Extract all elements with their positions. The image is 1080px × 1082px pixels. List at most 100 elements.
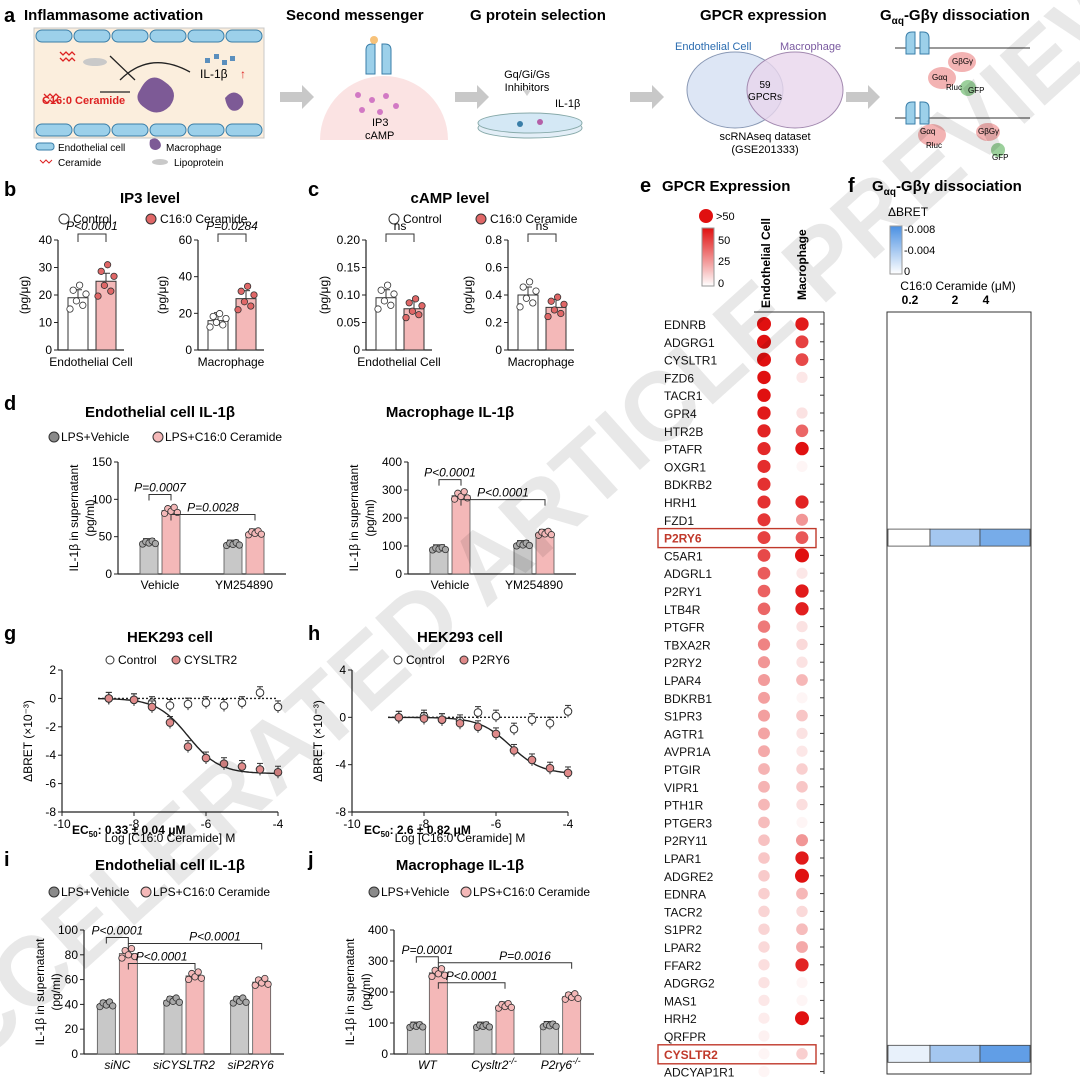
data-point <box>525 541 534 550</box>
panel-a-title-1: Inflammasome activation <box>24 7 203 24</box>
data-point-cysltr2 <box>273 767 283 777</box>
expression-dot <box>795 1011 809 1026</box>
gpcr-label-ednra: EDNRA <box>664 888 706 902</box>
gpcr-label-vipr1: VIPR1 <box>664 781 699 795</box>
data-point-p2ry6 <box>473 722 483 732</box>
y-tick-label: -4 <box>45 748 56 762</box>
data-point <box>124 951 132 959</box>
expression-dot <box>757 566 771 580</box>
gpcr-label-ltb4r: LTB4R <box>664 603 701 617</box>
expression-dot <box>796 887 808 900</box>
expression-dot <box>757 406 771 420</box>
data-point-cysltr2 <box>104 694 114 703</box>
e-legend-25: 25 <box>718 256 730 268</box>
expression-dot <box>757 442 771 456</box>
data-point-control <box>509 724 519 734</box>
gpcr-label-tacr1: TACR1 <box>664 389 703 403</box>
highlight-box <box>657 1044 817 1065</box>
expression-dot <box>758 798 770 811</box>
legend-ceramide: Ceramide <box>58 158 102 169</box>
panel-a-legend: Endothelial cell Macrophage Ceramide Lip… <box>35 138 223 169</box>
bret-cell-p2ry6 <box>929 528 981 547</box>
x-tick-label: -4 <box>563 817 574 831</box>
data-point <box>550 306 559 314</box>
y-tick-label: 4 <box>339 663 346 677</box>
data-point-p2ry6 <box>545 763 555 773</box>
highlight-box <box>657 527 817 549</box>
expression-dot <box>758 1066 770 1078</box>
data-point-control <box>237 698 247 707</box>
x-category-label: Macrophage <box>508 355 575 369</box>
y-tick-label: 0.05 <box>337 316 361 330</box>
ceramide-label: C16:0 Ceramide <box>42 95 125 107</box>
data-point <box>441 971 449 979</box>
x-tick-label: -8 <box>129 817 140 831</box>
y-tick-label: 50 <box>99 530 113 544</box>
data-point <box>544 312 552 321</box>
expression-dot <box>758 709 770 722</box>
p-value: P=0.0007 <box>134 481 187 495</box>
y-axis-label: IL-1β in supernatant <box>343 938 357 1046</box>
gpcr-label-lpar4: LPAR4 <box>664 674 701 688</box>
panel-letter-b: b <box>4 179 16 201</box>
y-axis-label: (pg/μg) <box>155 276 169 314</box>
y-tick-label: 0 <box>71 1047 78 1061</box>
y-tick-label: 0.20 <box>337 233 361 247</box>
data-point-control <box>527 715 537 725</box>
data-point <box>251 981 259 989</box>
expression-dot <box>796 620 808 633</box>
expression-dot <box>757 477 771 491</box>
data-point-p2ry6 <box>563 768 573 778</box>
expression-dot <box>796 478 808 490</box>
data-point <box>257 530 265 538</box>
bret-rluc-1: Rluc <box>946 83 962 92</box>
gpcr-label-ptgir: PTGIR <box>664 763 701 777</box>
x-axis-label: Log [C16:0 Ceramide] M <box>105 831 236 845</box>
expression-dot <box>757 513 771 527</box>
expression-dot <box>757 334 771 349</box>
data-point-p2ry6 <box>437 715 447 725</box>
bret-gbg-2: GβGγ <box>978 127 999 136</box>
p-value: P=0.0028 <box>187 501 239 515</box>
p-value: P<0.0001 <box>446 969 498 983</box>
x-category-label: WT <box>418 1058 438 1072</box>
expression-dot <box>757 495 771 509</box>
data-point <box>415 311 423 319</box>
legend-h-treat: P2RY6 <box>472 653 510 667</box>
gpcr-label-htr2b: HTR2B <box>664 425 703 439</box>
e-col-endothelial: Endothelial Cell <box>759 218 773 308</box>
data-point <box>390 290 398 298</box>
legend-macrophage: Macrophage <box>166 143 222 154</box>
expression-dot <box>757 548 771 562</box>
f-col-0.2: 0.2 <box>902 293 919 307</box>
data-point <box>66 305 74 313</box>
significance-bracket <box>460 499 546 506</box>
x-category-label: Endothelial Cell <box>49 355 132 369</box>
bret-cell-p2ry6 <box>887 528 931 547</box>
data-point <box>216 310 224 318</box>
color-legend-bar <box>701 227 715 287</box>
data-point <box>79 301 87 309</box>
bar-lps-vehicle <box>230 1000 250 1055</box>
y-axis-label: IL-1β in supernatant <box>33 938 47 1046</box>
data-point-control <box>563 707 573 716</box>
panel-h-title: HEK293 cell <box>417 629 503 646</box>
y-tick-label: 60 <box>65 973 79 987</box>
p-value: P<0.0001 <box>189 930 241 944</box>
y-axis-label: (pg/μg) <box>17 276 31 314</box>
y-tick-label: 0 <box>353 343 360 357</box>
y-tick-label: -6 <box>45 777 56 791</box>
data-point <box>441 545 449 554</box>
data-point <box>247 302 255 310</box>
panel-letter-a: a <box>4 5 16 27</box>
dish-il1b: IL-1β <box>555 98 580 110</box>
data-point <box>402 314 410 322</box>
gpcr-label-lpar2: LPAR2 <box>664 941 701 955</box>
f-tick-2: -0.004 <box>904 245 935 257</box>
significance-bracket <box>438 479 462 486</box>
significance-bracket <box>77 233 107 242</box>
gpcr-label-pth1r: PTH1R <box>664 799 704 813</box>
expression-dot <box>796 977 808 989</box>
